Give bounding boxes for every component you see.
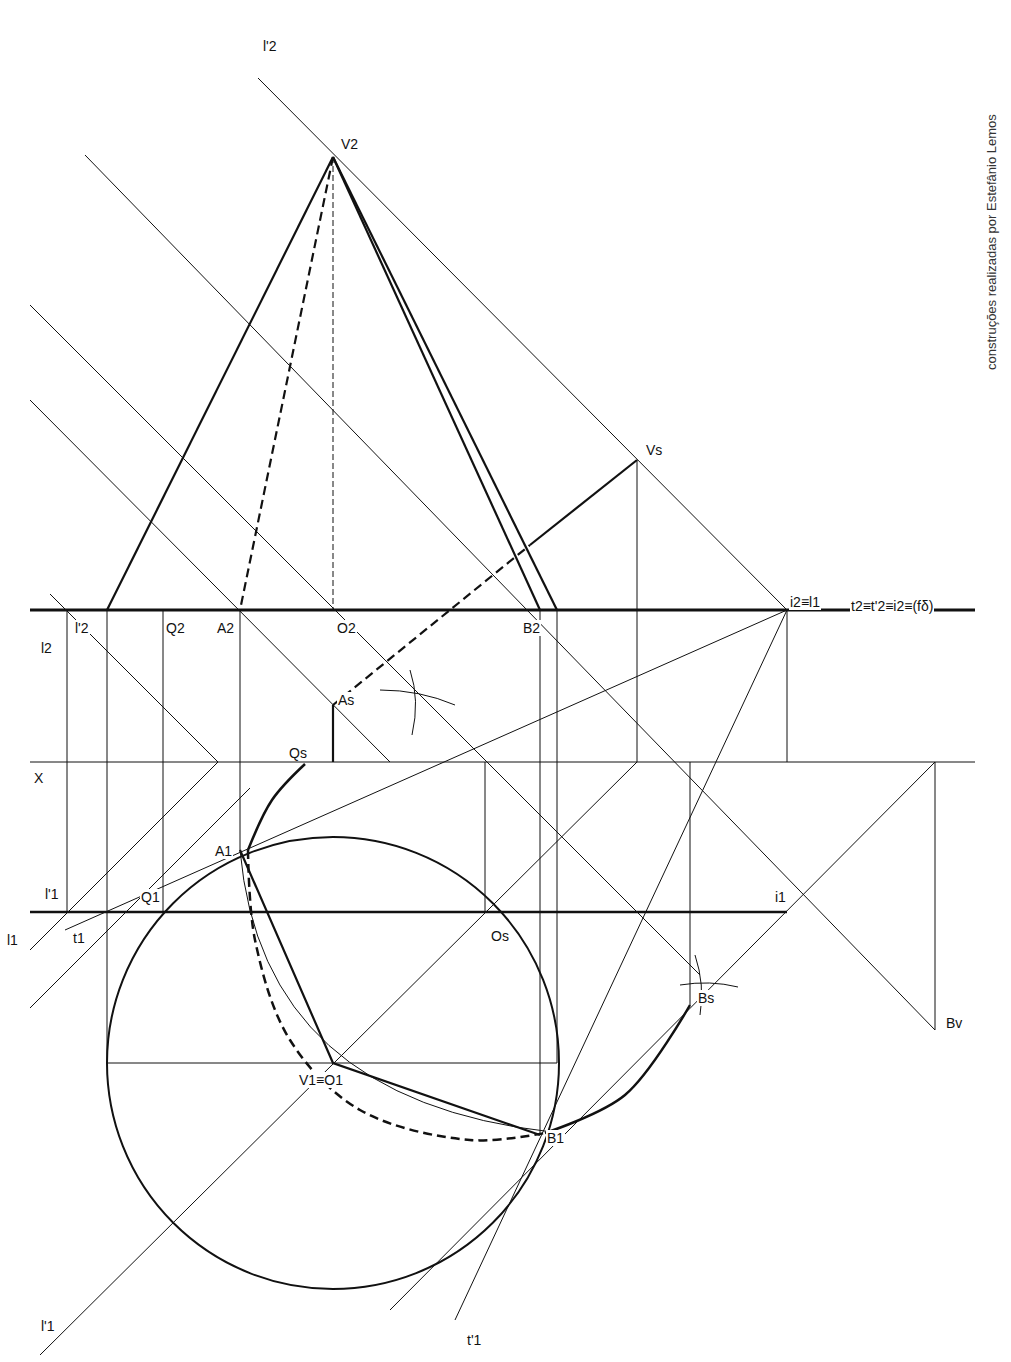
point-label: i1 [774,889,787,905]
construction-line [40,762,637,1355]
point-label: t'1 [466,1332,482,1348]
shadow-curve [248,764,305,850]
construction-line [30,400,390,762]
shadow-line [530,460,637,545]
construction-line [107,610,108,1063]
construction-line [30,762,218,950]
cone-contour [107,157,333,610]
point-label: l2 [40,640,53,656]
point-label: A2 [216,620,235,636]
point-label: l'1 [44,886,60,902]
author-credit: construções realizadas por Estefânio Lem… [984,114,999,370]
construction-line [65,610,787,930]
point-label: t1 [72,930,86,946]
construction-line [690,762,691,1005]
construction-line [30,788,250,1008]
shadow-curve [248,850,545,1140]
point-label: Os [490,928,510,944]
point-label: Q2 [165,620,186,636]
point-label: A1 [214,843,233,859]
point-label: l'2 [262,38,278,54]
construction-line [30,762,975,763]
construction-line [67,610,68,912]
point-label: Bv [945,1015,963,1031]
point-label: As [337,692,355,708]
point-label: l'1 [40,1318,56,1334]
compass-mark [695,955,702,1015]
construction-line [390,762,935,1310]
point-label: l1 [6,932,19,948]
compass-mark [410,670,416,735]
point-label: Q1 [140,889,161,905]
point-label: i2≡l1 [789,594,821,610]
cone-contour [333,157,557,610]
compass-mark [680,983,738,987]
compass-mark [380,690,455,705]
cone-contour [333,157,540,610]
construction-line [787,610,788,762]
construction-line [258,78,787,610]
point-label: O2 [336,620,357,636]
construction-arc [240,850,552,1132]
construction-line [240,610,241,850]
plan-line [30,911,787,914]
construction-line [30,305,700,975]
axis-line [333,157,334,610]
construction-line [163,610,164,912]
shadow-line [333,545,530,705]
construction-line [540,610,541,1135]
construction-line [557,610,558,1063]
construction-line [935,762,936,1030]
base-circle [107,837,559,1289]
point-label: l'2 [74,620,90,636]
shadow-line [332,705,334,762]
point-label: Bs [697,990,715,1006]
construction-line [455,610,787,1320]
construction-line [50,594,218,762]
point-label: t2≡t'2≡i2≡(fδ) [850,598,934,614]
point-label: V2 [340,136,359,152]
point-label: X [33,770,44,786]
construction-line [85,155,935,1030]
shadow-curve [545,1005,690,1133]
point-label: Qs [288,745,308,761]
point-label: B2 [522,620,541,636]
construction-line [485,762,486,912]
cone-hidden-line [240,157,333,610]
point-label: B1 [546,1130,565,1146]
point-label: V1≡O1 [298,1072,344,1088]
ground-line [30,609,975,612]
point-label: Vs [645,442,663,458]
